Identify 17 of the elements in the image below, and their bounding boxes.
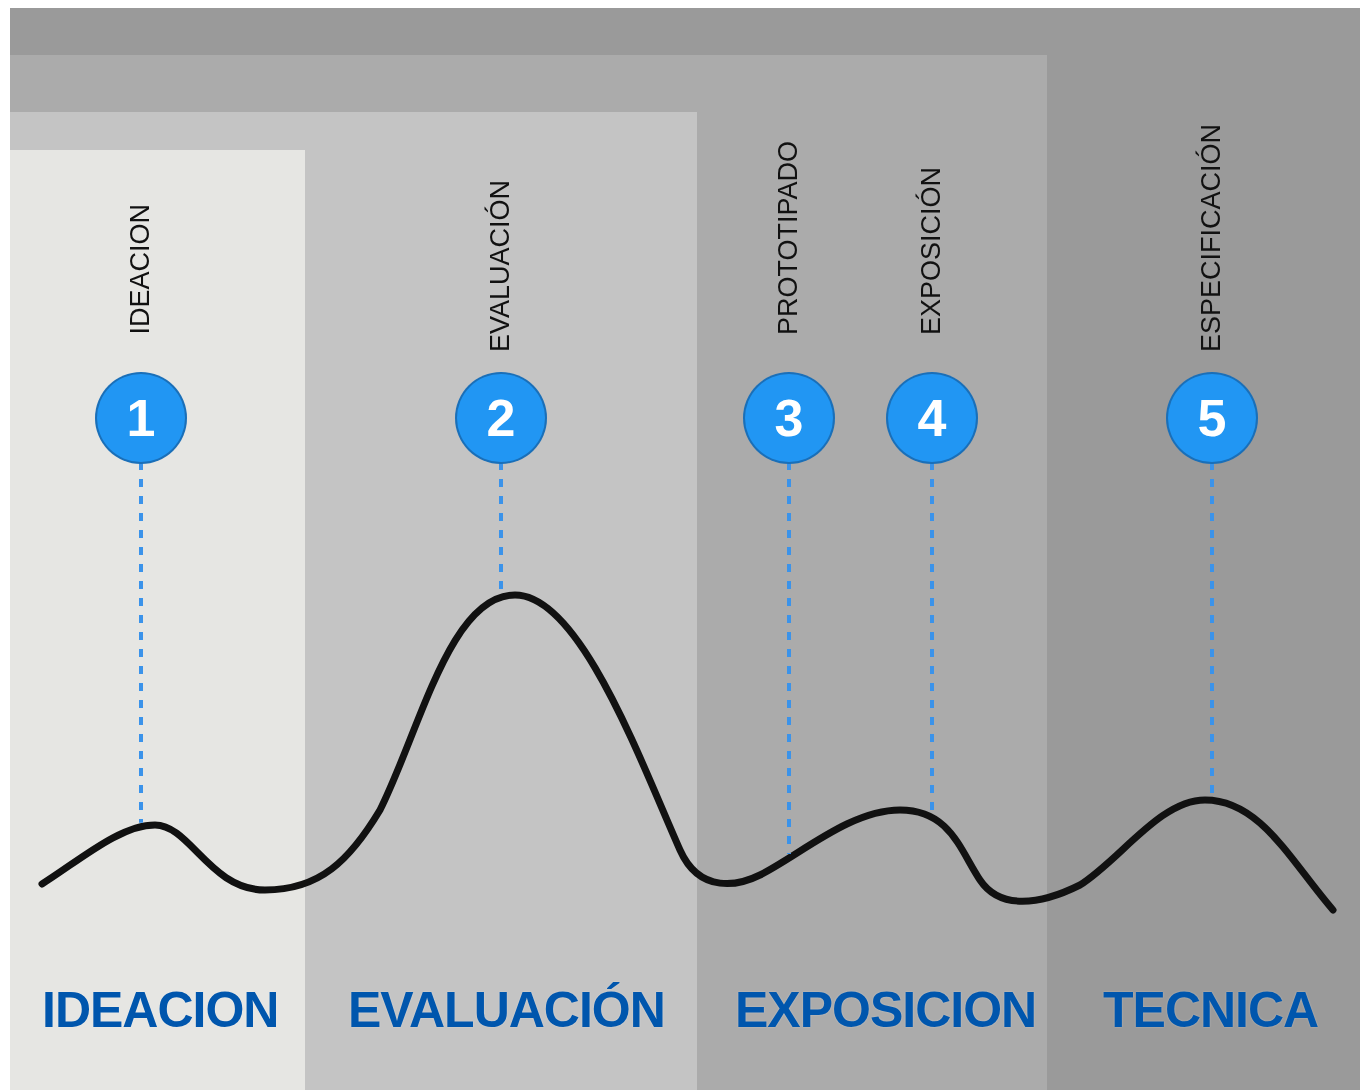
phase-title: TECNICA: [1103, 985, 1319, 1035]
phase-band: [10, 112, 697, 1090]
phase-band: [10, 150, 305, 1090]
step-number-circle: 5: [1168, 374, 1256, 462]
phase-band: [10, 8, 1360, 1090]
phase-band: [10, 55, 1047, 1090]
phase-title: IDEACION: [42, 985, 279, 1035]
leader-line: [787, 462, 791, 855]
step-label: IDEACION: [127, 204, 154, 335]
step-number-circle: 3: [745, 374, 833, 462]
step-label: PROTOTIPADO: [775, 140, 802, 335]
step-number-circle: 4: [888, 374, 976, 462]
leader-line: [139, 462, 143, 823]
phase-title: EXPOSICION: [735, 985, 1037, 1035]
step-number-circle: 1: [97, 374, 185, 462]
step-number-circle: 2: [457, 374, 545, 462]
curve-line: [38, 591, 1337, 914]
